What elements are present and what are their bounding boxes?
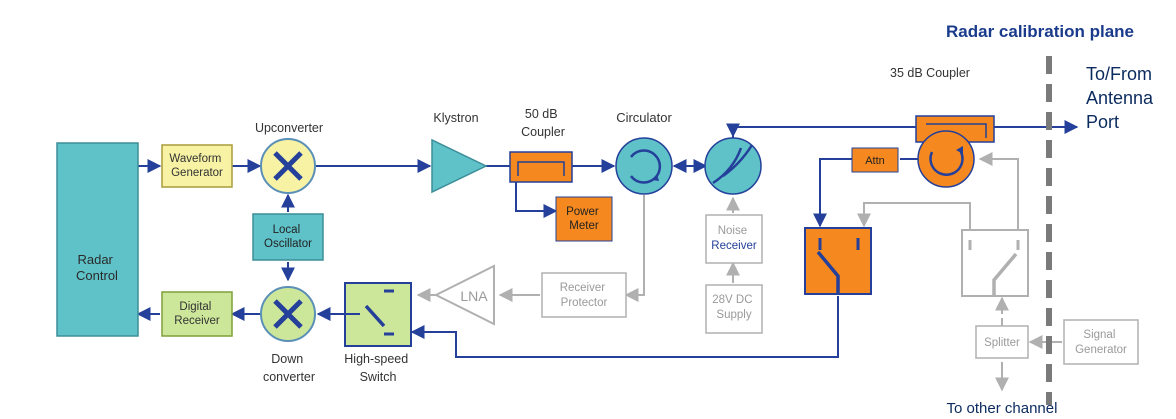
calibration-circulator[interactable]: [917, 130, 975, 188]
coupler-50db[interactable]: [509, 151, 573, 183]
channel-switch[interactable]: [961, 229, 1029, 297]
high-speed-switch[interactable]: [344, 282, 412, 347]
klystron-label: Klystron: [433, 111, 478, 125]
lna-label: LNA: [460, 288, 488, 304]
klystron-amplifier[interactable]: [431, 138, 488, 194]
local-oscillator-block[interactable]: [252, 213, 324, 261]
radar-control-block[interactable]: [56, 142, 139, 337]
hybrid-coupler[interactable]: [704, 137, 762, 195]
attenuator-label: Attn: [865, 155, 885, 167]
waveform-generator-block[interactable]: [161, 144, 233, 188]
digital-receiver-block[interactable]: [161, 291, 233, 337]
calibration-switch[interactable]: [804, 227, 872, 295]
digital-receiver-label: Digital Receiver: [174, 301, 220, 327]
high-speed-switch-label: High-speed Switch: [344, 352, 411, 384]
circulator-label: Circulator: [616, 110, 672, 125]
power-meter-block[interactable]: [555, 196, 613, 242]
upconverter-label: Upconverter: [255, 121, 323, 135]
lna-amplifier[interactable]: [433, 264, 495, 326]
dc-supply-label: 28V DC Supply: [712, 294, 755, 321]
coupler-50-label: 50 dB Coupler: [521, 107, 565, 139]
signal-generator-label: Signal Generator: [1075, 329, 1127, 356]
splitter-label: Splitter: [984, 337, 1020, 349]
signal-generator-block[interactable]: [1063, 319, 1139, 365]
dc-supply-block[interactable]: [705, 284, 763, 334]
downconverter-mixer[interactable]: [260, 286, 316, 342]
receiver-protector-block[interactable]: [541, 272, 627, 318]
power-meter-label: Power Meter: [566, 206, 602, 232]
signal-lines: [136, 120, 1079, 358]
antenna-port-label: To/From Antenna Port: [1086, 64, 1158, 132]
splitter-block[interactable]: [975, 325, 1029, 359]
radar-control-label: Radar Control: [76, 252, 118, 283]
waveform-generator-label: Waveform Generator: [169, 153, 224, 179]
noise-receiver-block[interactable]: [705, 214, 763, 264]
circulator[interactable]: [615, 137, 673, 195]
receiver-protector-label: Receiver Protector: [560, 282, 609, 309]
upconverter-mixer[interactable]: [260, 138, 316, 194]
calibration-plane-title: Radar calibration plane: [946, 22, 1134, 41]
local-oscillator-label: Local Oscillator: [264, 224, 312, 250]
to-other-channel-label: To other channel: [947, 400, 1058, 417]
downconverter-label: Down converter: [263, 352, 315, 384]
coupler-35-label: 35 dB Coupler: [890, 66, 970, 80]
attenuator-block[interactable]: [851, 147, 899, 173]
noise-receiver-label: Noise Receiver: [711, 225, 757, 252]
